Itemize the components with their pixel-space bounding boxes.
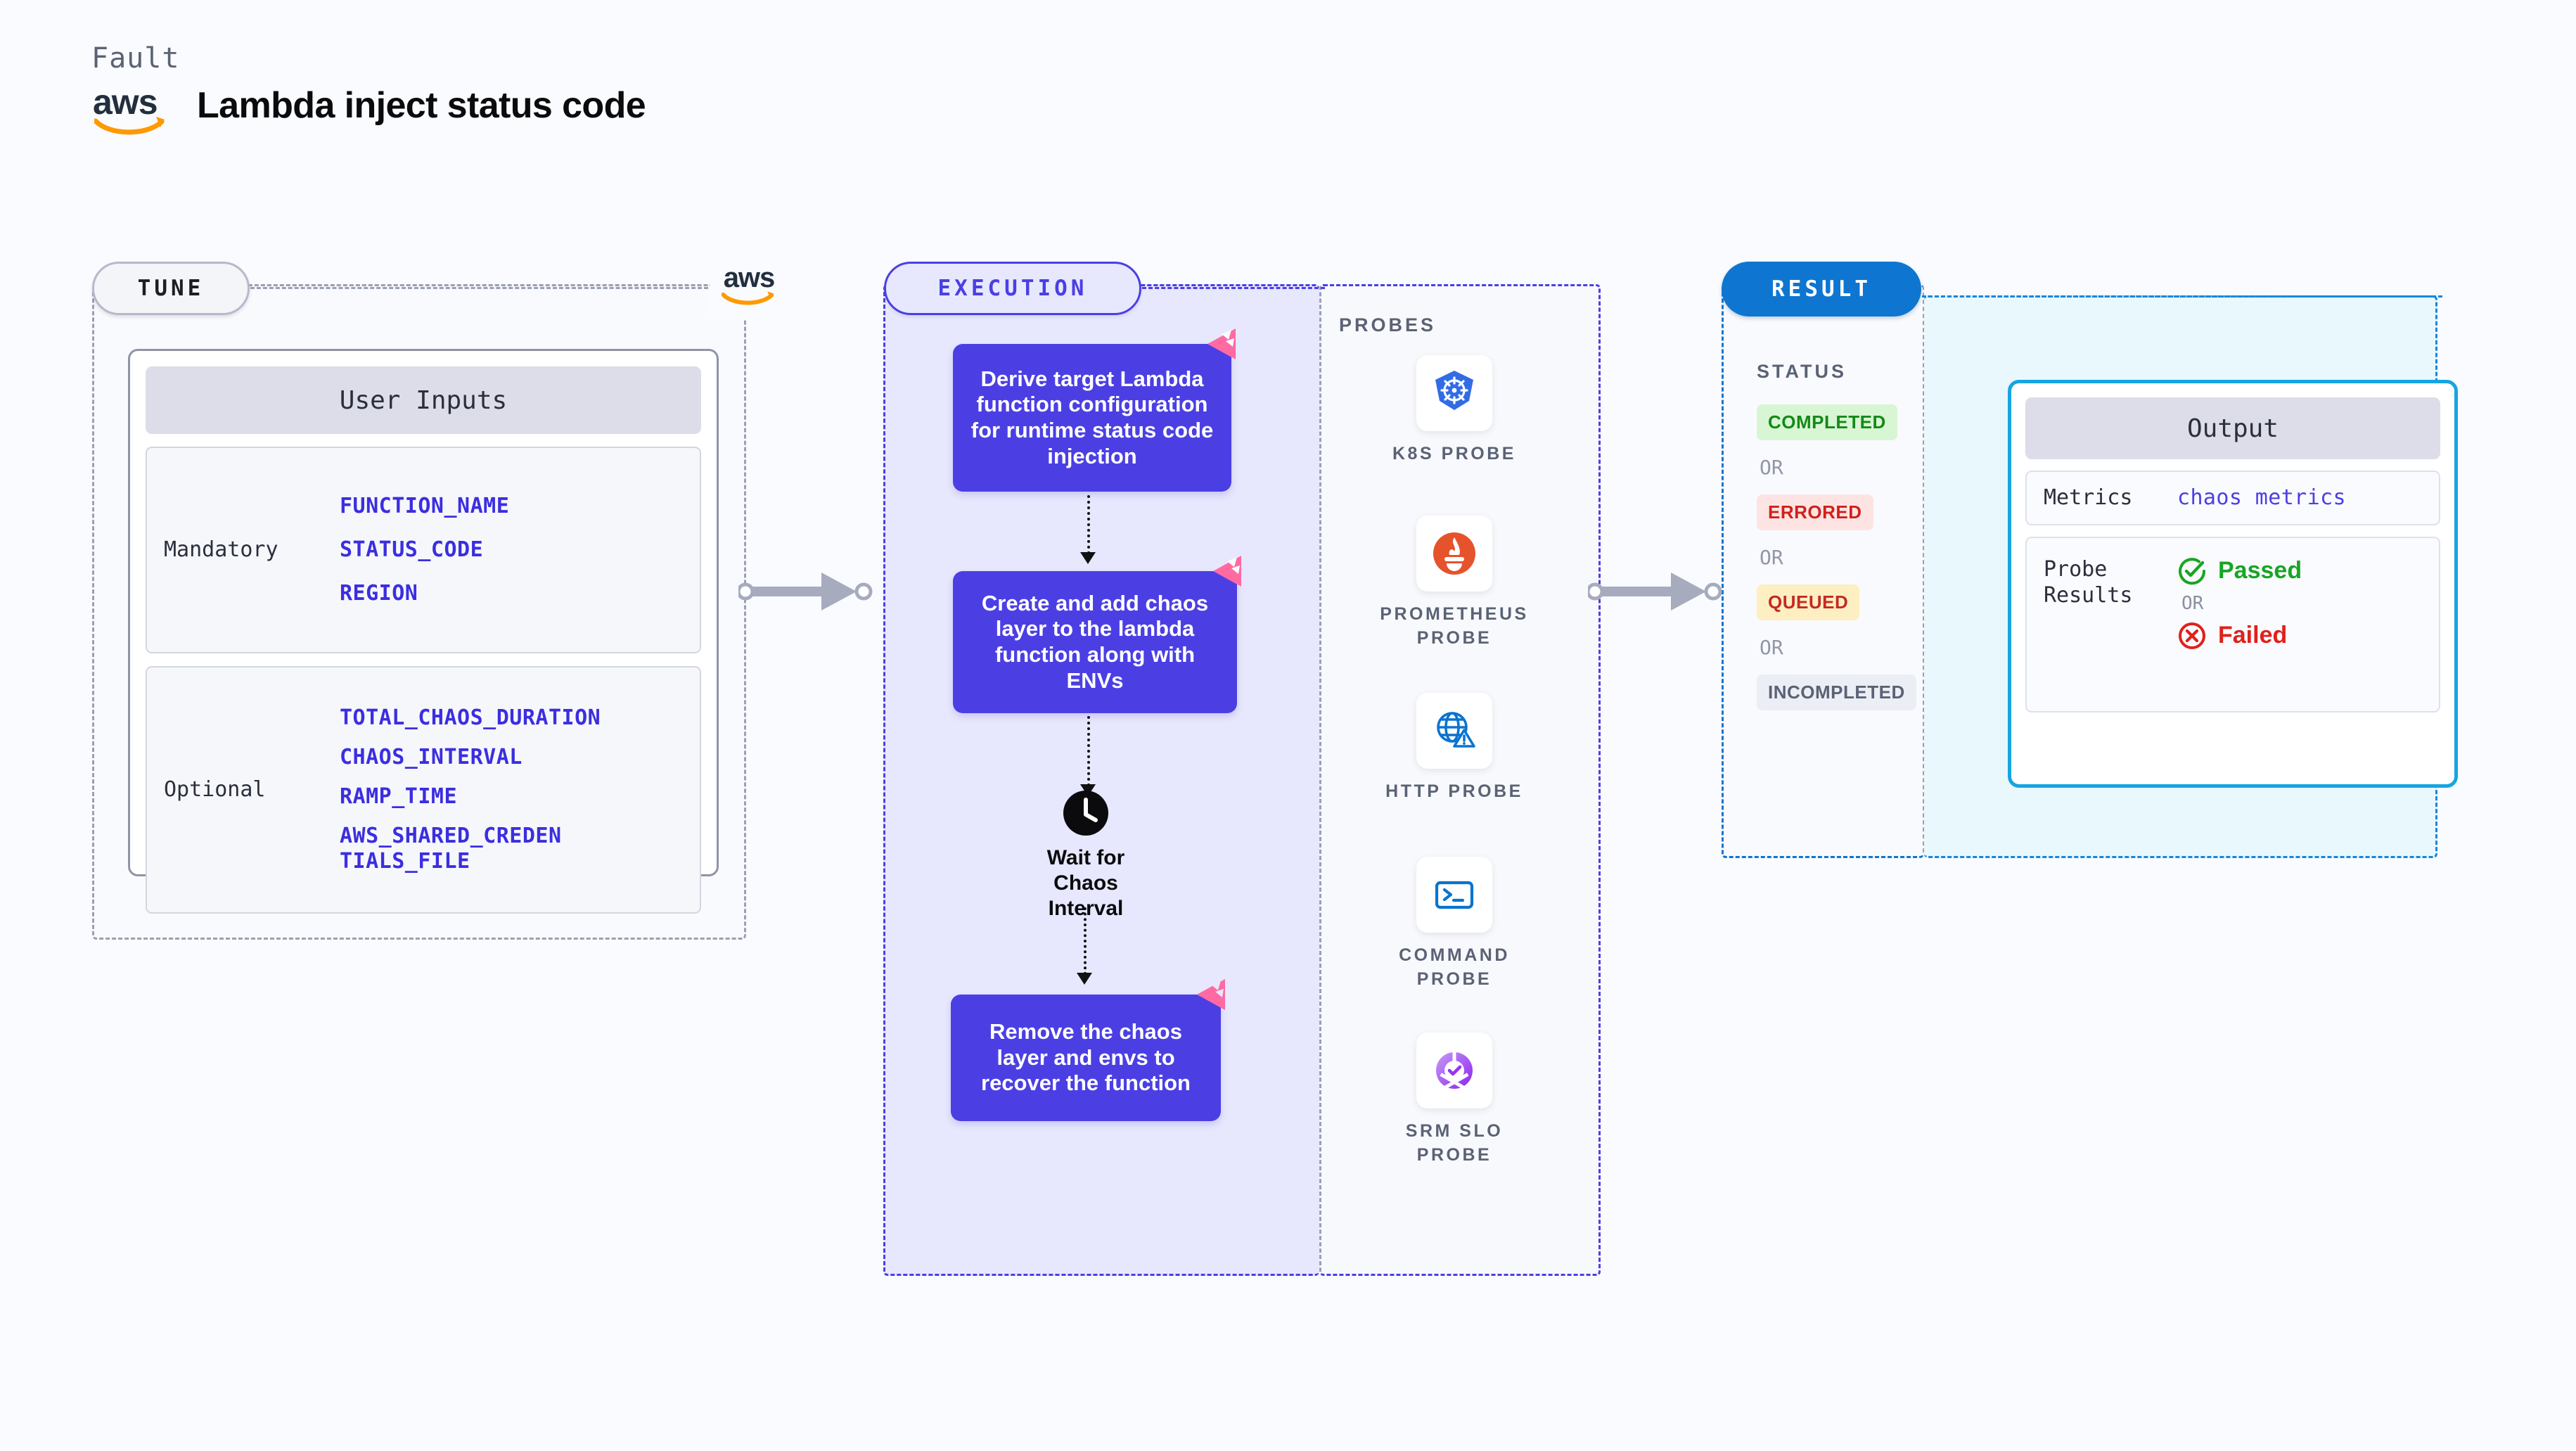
mandatory-label: Mandatory: [164, 537, 278, 562]
status-badge-incompleted: INCOMPLETED: [1757, 675, 1916, 710]
output-card: Output Metrics chaos metrics Probe Resul…: [2008, 380, 2458, 788]
probes-title: PROBES: [1339, 314, 1437, 335]
result-pill[interactable]: RESULT: [1722, 262, 1921, 317]
clock-icon: [1063, 791, 1108, 836]
prometheus-icon: [1416, 516, 1492, 592]
user-inputs-header: User Inputs: [146, 366, 701, 434]
status-title: STATUS: [1757, 361, 1847, 382]
status-badge-queued: QUEUED: [1757, 584, 1860, 620]
result-dashed-connector: [1922, 295, 2442, 298]
page-header: Fault aws Lambda inject status code: [91, 42, 646, 135]
execution-step-3-label: Remove the chaos layer and envs to recov…: [981, 1019, 1191, 1096]
status-or-2: OR: [1760, 546, 1783, 569]
probe-prometheus[interactable]: PROMETHEUS PROBE: [1377, 516, 1532, 651]
aws-smile-icon: [94, 117, 165, 135]
input-variable: RAMP_TIME: [340, 784, 458, 809]
execution-step-2[interactable]: Create and add chaos layer to the lambda…: [953, 556, 1241, 713]
wait-label: Wait for Chaos Interval: [1046, 846, 1125, 920]
flow-arrowhead-3: [1077, 973, 1092, 985]
input-variable: TOTAL_CHAOS_DURATION: [340, 705, 601, 730]
probe-http[interactable]: HTTP PROBE: [1377, 693, 1532, 804]
probe-srm-slo[interactable]: SRM SLO PROBE: [1377, 1033, 1532, 1168]
probe-result-failed: Failed: [2177, 621, 2302, 651]
metrics-value: chaos metrics: [2177, 485, 2346, 511]
execution-step-1[interactable]: Derive target Lambda function configurat…: [953, 328, 1236, 492]
aws-badge-text: aws: [723, 262, 776, 293]
probe-results-label: Probe Results: [2044, 556, 2133, 608]
tune-to-execution-connector: [738, 573, 873, 611]
fault-kicker: Fault: [91, 42, 180, 75]
probe-results-row: Probe Results Passed OR Failed: [2025, 536, 2440, 712]
kubernetes-icon: [1416, 355, 1492, 431]
flow-arrowhead-1: [1080, 552, 1096, 564]
user-inputs-card: User Inputs Mandatory FUNCTION_NAME STAT…: [128, 349, 719, 914]
tune-pill[interactable]: TUNE: [92, 262, 250, 315]
execution-step-1-label: Derive target Lambda function configurat…: [970, 366, 1214, 468]
metrics-row: Metrics chaos metrics: [2025, 471, 2440, 525]
aws-logo-text: aws: [93, 82, 158, 122]
page-title: Lambda inject status code: [197, 85, 646, 126]
result-zone: [1722, 284, 1924, 858]
wait-for-chaos-interval-node: Wait for Chaos Interval: [1018, 789, 1153, 921]
execution-pill[interactable]: EXECUTION: [884, 262, 1141, 315]
optional-label: Optional: [164, 777, 266, 802]
litmus-badge-icon: [1213, 556, 1241, 587]
status-or-3: OR: [1760, 636, 1783, 659]
input-variable: REGION: [340, 581, 418, 606]
aws-logo-icon: aws: [91, 82, 176, 135]
optional-inputs-group: Optional TOTAL_CHAOS_DURATION CHAOS_INTE…: [146, 666, 701, 914]
tune-dashed-connector: [250, 287, 715, 289]
status-or-1: OR: [1760, 456, 1783, 479]
passed-label: Passed: [2218, 557, 2302, 584]
srm-slo-icon: [1416, 1033, 1492, 1108]
input-variable: STATUS_CODE: [340, 537, 484, 562]
flow-arrow-2: [1087, 716, 1090, 786]
probe-label: K8S PROBE: [1392, 444, 1516, 464]
flow-arrow-3: [1084, 907, 1087, 975]
status-list: COMPLETED OR ERRORED OR QUEUED OR INCOMP…: [1757, 404, 1918, 710]
input-variable: FUNCTION_NAME: [340, 494, 510, 518]
x-circle-icon: [2179, 622, 2205, 649]
probe-k8s[interactable]: K8S PROBE: [1377, 355, 1532, 466]
terminal-icon: [1416, 857, 1492, 933]
probe-result-passed: Passed: [2177, 556, 2302, 586]
execution-step-2-label: Create and add chaos layer to the lambda…: [981, 590, 1209, 693]
probe-command[interactable]: COMMAND PROBE: [1377, 857, 1532, 992]
mandatory-inputs-group: Mandatory FUNCTION_NAME STATUS_CODE REGI…: [146, 447, 701, 653]
check-circle-icon: [2179, 557, 2206, 584]
execution-dashed-connector: [1142, 287, 1325, 289]
status-badge-completed: COMPLETED: [1757, 404, 1897, 440]
status-badge-errored: ERRORED: [1757, 494, 1873, 530]
aws-badge-icon: aws: [710, 252, 788, 319]
failed-label: Failed: [2218, 622, 2288, 648]
probes-zone: [1319, 284, 1601, 1276]
input-variable: AWS_SHARED_CREDENTIALS_FILE: [340, 824, 562, 874]
flow-arrow-1: [1087, 495, 1090, 554]
probe-label: HTTP PROBE: [1385, 781, 1523, 801]
litmus-badge-icon: [1197, 979, 1225, 1010]
litmus-badge-icon: [1207, 328, 1236, 359]
execution-step-3[interactable]: Remove the chaos layer and envs to recov…: [951, 979, 1225, 1121]
probe-label: COMMAND PROBE: [1399, 945, 1510, 989]
aws-badge-smile-icon: [722, 291, 774, 305]
output-header: Output: [2025, 397, 2440, 459]
metrics-label: Metrics: [2044, 485, 2133, 510]
http-globe-warning-icon: [1416, 693, 1492, 769]
probe-result-or: OR: [2181, 592, 2204, 614]
execution-to-result-connector: [1588, 573, 1722, 611]
probe-label: SRM SLO PROBE: [1405, 1121, 1504, 1165]
probe-label: PROMETHEUS PROBE: [1380, 604, 1529, 648]
input-variable: CHAOS_INTERVAL: [340, 745, 523, 769]
